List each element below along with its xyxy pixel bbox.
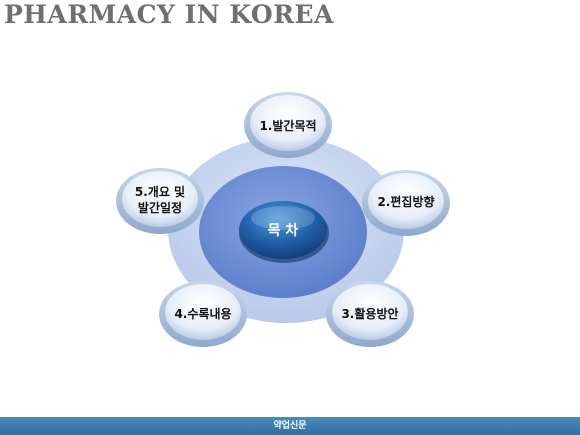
item-2-label: 2.편집방향	[377, 194, 434, 209]
item-5-label-line-2: 발간일정	[138, 200, 182, 215]
item-5-label-line-1: 5.개요 및	[135, 184, 185, 199]
item-5-node[interactable]: 5.개요 및 발간일정	[116, 168, 204, 234]
center-button[interactable]: 목 차	[239, 201, 329, 263]
item-2-node[interactable]: 2.편집방향	[362, 170, 450, 236]
item-3-label: 3.활용방안	[341, 306, 398, 321]
item-4-label: 4.수록내용	[174, 306, 231, 321]
footer-text: 약업신문	[273, 421, 307, 431]
item-1-label: 1.발간목적	[259, 118, 316, 133]
footer-bar: 약업신문	[0, 417, 580, 435]
item-4-node[interactable]: 4.수록내용	[159, 281, 247, 347]
page-title: PHARMACY IN KOREA	[4, 0, 334, 29]
center-label: 목 차	[268, 223, 299, 239]
item-3-node[interactable]: 3.활용방안	[326, 281, 414, 347]
item-1-node[interactable]: 1.발간목적	[244, 92, 332, 158]
